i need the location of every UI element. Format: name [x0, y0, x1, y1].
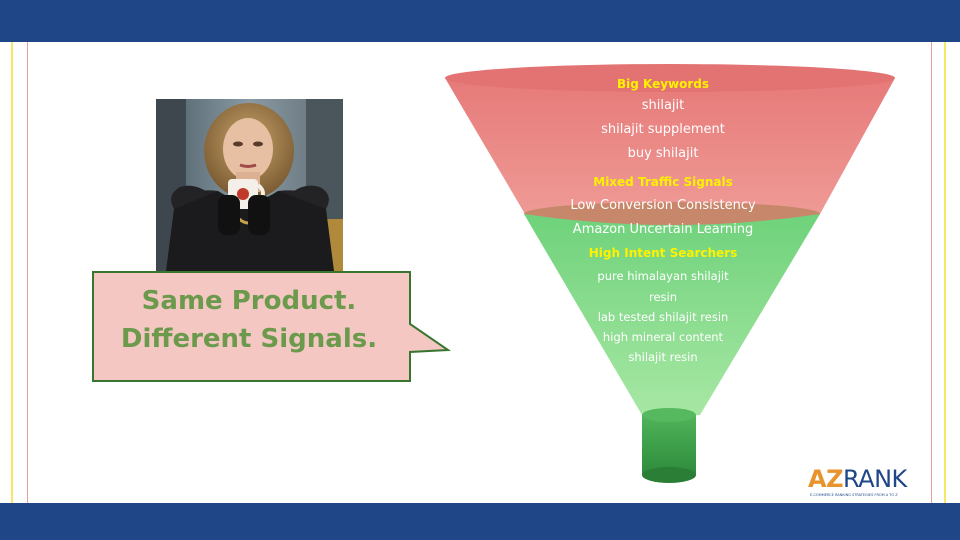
keyword-item: buy shilajit — [440, 146, 886, 161]
keyword-item: shilajit supplement — [440, 122, 886, 137]
intent-item: shilajit resin — [440, 350, 886, 364]
intent-item: lab tested shilajit resin — [440, 310, 886, 324]
signal-item: Amazon Uncertain Learning — [440, 222, 886, 237]
funnel-heading-high-intent: High Intent Searchers — [440, 246, 886, 260]
intent-item: resin — [440, 290, 886, 304]
intent-item: high mineral content — [440, 330, 886, 344]
right-border-line — [944, 42, 946, 503]
logo-tagline: E-COMMERCE RANKING STRATEGIES FROM A TO … — [810, 493, 926, 497]
woman-holding-mug-photo — [156, 99, 343, 271]
bottom-banner — [0, 503, 960, 540]
top-banner — [0, 0, 960, 42]
signal-item: Low Conversion Consistency — [440, 198, 886, 213]
logo-wordmark: AZRANK — [808, 466, 907, 492]
logo-brand-a: AZ — [808, 465, 843, 493]
funnel-heading-mixed-traffic: Mixed Traffic Signals — [440, 175, 886, 189]
left-border-line-inner — [27, 42, 28, 503]
callout-line-2: Different Signals. — [92, 320, 406, 358]
right-border-line-inner — [931, 42, 932, 503]
callout-text: Same Product. Different Signals. — [92, 282, 406, 358]
callout-line-1: Same Product. — [92, 282, 406, 320]
left-border-line — [11, 42, 13, 503]
intent-item: pure himalayan shilajit — [440, 269, 886, 283]
logo-brand-b: RANK — [843, 465, 907, 493]
keyword-item: shilajit — [440, 98, 886, 113]
funnel-heading-big-keywords: Big Keywords — [440, 77, 886, 91]
azrank-logo: AZRANK E-COMMERCE RANKING STRATEGIES FRO… — [808, 466, 926, 500]
